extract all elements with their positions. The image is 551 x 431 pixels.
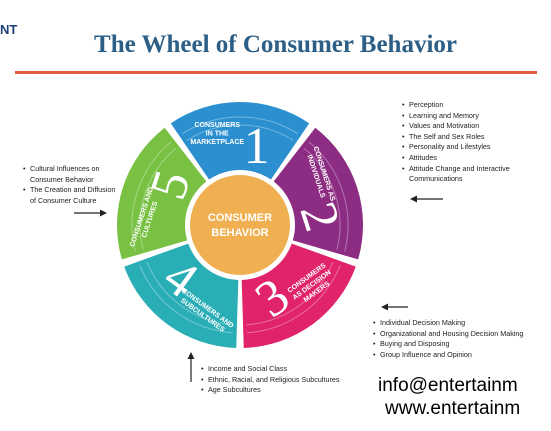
list-item: Individual Decision Making <box>373 318 551 329</box>
contact-info: info@entertainm www.entertainm <box>378 374 551 420</box>
segment-ring <box>131 141 172 252</box>
arrow-left-icon <box>381 303 408 311</box>
arrow-left-icon <box>410 195 443 203</box>
segment-label-1: MARKETPLACE <box>190 139 244 146</box>
contact-email: info@entertainm <box>378 375 518 396</box>
contact-website: www.entertainm <box>385 398 521 419</box>
list-item: The Creation and Diffusion of Consumer C… <box>23 185 118 206</box>
segment-label-1: IN THE <box>206 130 229 137</box>
list-item: Personality and Lifestyles <box>402 142 550 153</box>
list-item: Attitude Change and Interactive Communic… <box>402 164 550 185</box>
list-item: Learning and Memory <box>402 111 550 122</box>
wheel-segment-2 <box>273 127 363 260</box>
list-item: Ethnic, Racial, and Religious Subculture… <box>201 375 361 386</box>
segment-ring <box>139 147 177 250</box>
segment-ring <box>182 116 298 135</box>
center-label-line-2: BEHAVIOR <box>211 227 268 239</box>
wheel-segment-4 <box>124 243 239 348</box>
list-item: Attitudes <box>402 153 550 164</box>
list-item: Group Influence and Opinion <box>373 350 551 361</box>
arrow-up-icon <box>187 352 195 382</box>
segment-ring <box>246 261 334 326</box>
segment-number-1: 1 <box>244 118 270 175</box>
wheel-segment-1 <box>170 101 310 180</box>
list-item: Values and Motivation <box>402 121 550 132</box>
segment-label-1: CONSUMERS <box>195 122 241 129</box>
wheel-segment-3 <box>241 243 356 348</box>
segment-ring <box>139 264 233 334</box>
list-item: Age Subcultures <box>201 385 361 396</box>
list-item: The Self and Sex Roles <box>402 132 550 143</box>
individuals-topics: Perception Learning and Memory Values an… <box>402 100 550 185</box>
list-item: Buying and Disposing <box>373 339 551 350</box>
list-item: Cultural Influences on Consumer Behavior <box>23 164 118 185</box>
segment-ring <box>308 141 349 252</box>
logo: NT <box>0 22 18 37</box>
list-item: Income and Social Class <box>201 364 361 375</box>
wheel-segment-5 <box>117 127 207 260</box>
segment-ring <box>247 264 341 334</box>
segment-ring <box>146 261 234 326</box>
segment-ring <box>303 147 341 250</box>
page-title: The Wheel of Consumer Behavior <box>94 31 457 58</box>
arrow-right-icon <box>74 209 107 217</box>
decision-makers-topics: Individual Decision Making Organizationa… <box>373 318 551 360</box>
segment-ring <box>186 124 294 141</box>
wheel-center <box>190 175 290 275</box>
title-divider <box>15 71 537 74</box>
list-item: Perception <box>402 100 550 111</box>
subcultures-topics: Income and Social Class Ethnic, Racial, … <box>201 364 361 396</box>
cultures-topics: Cultural Influences on Consumer Behavior… <box>23 164 118 206</box>
center-label-line-1: CONSUMER <box>208 212 272 224</box>
list-item: Organizational and Housing Decision Maki… <box>373 329 551 340</box>
